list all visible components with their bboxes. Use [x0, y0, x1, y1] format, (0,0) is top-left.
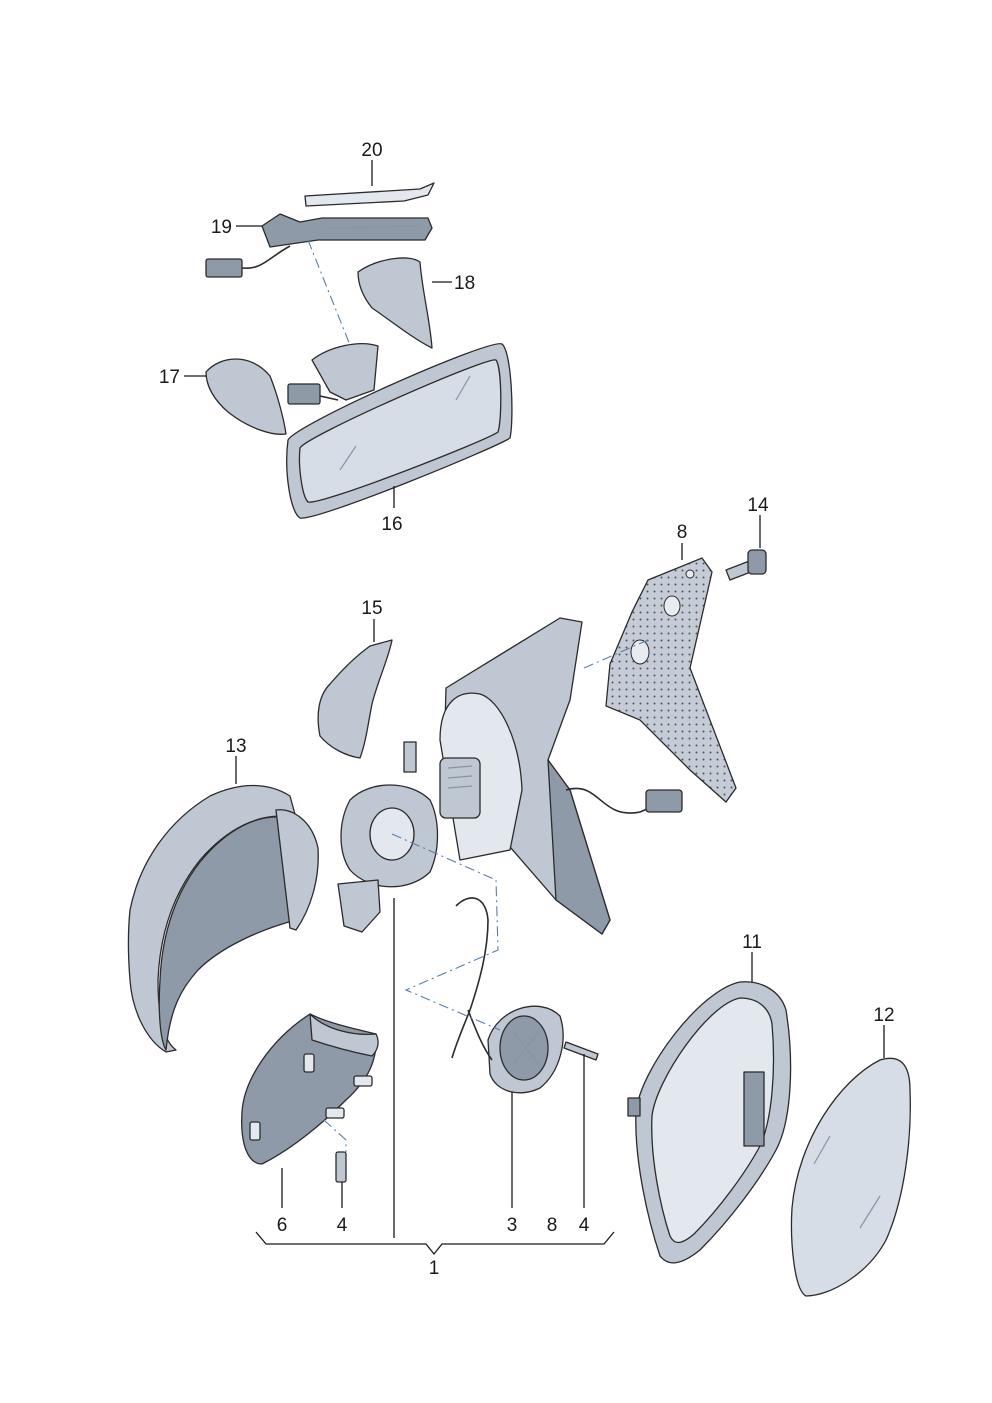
part-3-motor [487, 1005, 564, 1094]
wire-harness-right [565, 787, 683, 814]
part-20-trim-strip [304, 182, 435, 207]
part-12-mirror-glass [790, 1057, 911, 1297]
label-17: 17 [159, 367, 180, 388]
label-20: 20 [361, 140, 382, 161]
part-19-sensor-holder [261, 213, 433, 248]
label-1: 1 [429, 1258, 440, 1279]
part-15-cover-cap [317, 639, 393, 759]
label-19: 19 [211, 217, 232, 238]
part-16-interior-mirror [286, 343, 513, 519]
label-11: 11 [742, 932, 762, 953]
label-8-bottom: 8 [547, 1215, 558, 1236]
label-13: 13 [225, 736, 246, 757]
label-15: 15 [361, 598, 382, 619]
mirror-motor-frame [337, 741, 439, 933]
label-4-right: 4 [579, 1215, 590, 1236]
part-4-screw-left [335, 1151, 347, 1183]
label-16: 16 [381, 514, 402, 535]
connector-plug [205, 245, 291, 278]
leader-lines [184, 160, 885, 1256]
wire-harness-motor [451, 897, 493, 1061]
mirror-mount [311, 343, 379, 401]
label-8-top: 8 [677, 522, 688, 543]
mirror-base-housing [439, 617, 611, 935]
part-4-screw-right [563, 1041, 599, 1061]
part-13-housing-cover [127, 784, 319, 1053]
label-18: 18 [454, 273, 475, 294]
part-8-base-gasket [605, 557, 737, 803]
part-18-cover [357, 257, 433, 349]
label-12: 12 [873, 1005, 894, 1026]
label-4-left: 4 [337, 1215, 348, 1236]
part-6-lower-cover [241, 1013, 379, 1165]
part-11-glass-frame [627, 981, 792, 1264]
assembly-lines [307, 239, 649, 1152]
part-17-cover [205, 358, 287, 435]
label-3: 3 [507, 1215, 518, 1236]
callout-labels: 20 19 18 17 16 15 14 8 13 11 12 6 4 3 8 … [159, 140, 895, 1279]
connector-small [287, 383, 339, 405]
part-14-bolt [725, 549, 767, 581]
label-6: 6 [277, 1215, 288, 1236]
label-14: 14 [747, 495, 769, 516]
